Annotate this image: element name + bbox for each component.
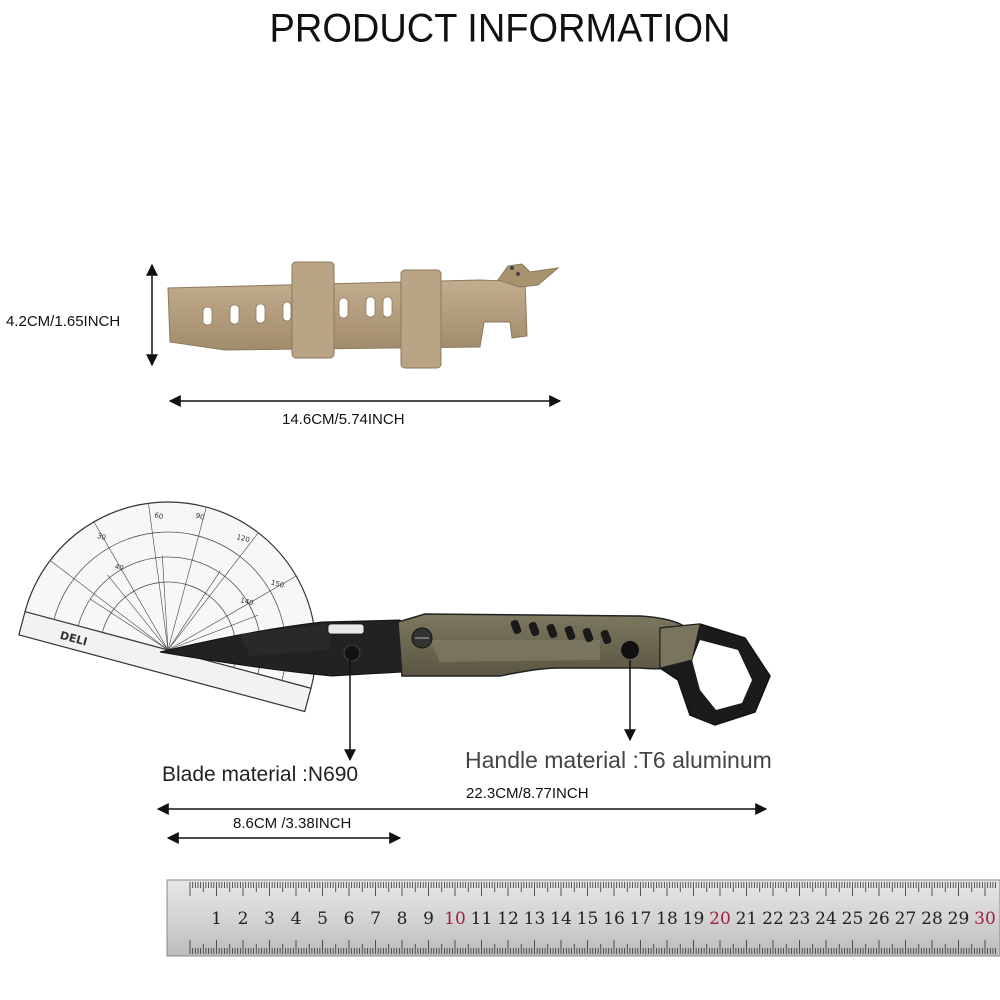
ruler-number: 12 — [497, 909, 519, 929]
ruler-number: 18 — [656, 909, 678, 929]
ruler-number: 16 — [603, 909, 625, 929]
svg-text:40: 40 — [114, 563, 125, 573]
knife — [159, 613, 771, 726]
ruler-number: 21 — [736, 909, 758, 929]
total-length-label: 22.3CM/8.77INCH — [466, 785, 589, 802]
blade-length-label: 8.6CM /3.38INCH — [233, 815, 352, 832]
ruler-number: 26 — [868, 909, 890, 929]
sheath-height-label: 4.2CM/1.65INCH — [6, 313, 121, 330]
ruler-number: 28 — [921, 909, 943, 929]
ruler-number: 9 — [423, 909, 434, 929]
svg-text:60: 60 — [153, 511, 164, 521]
svg-text:30: 30 — [96, 532, 107, 542]
ruler-number: 7 — [370, 909, 381, 929]
blade-material-label: Blade material :N690 — [162, 763, 359, 786]
ruler-number: 23 — [789, 909, 811, 929]
ruler-number: 2 — [238, 909, 249, 929]
ruler-number: 24 — [815, 909, 837, 929]
ruler-number: 29 — [948, 909, 970, 929]
ruler-number: 6 — [344, 909, 355, 929]
sheath — [167, 261, 560, 369]
ruler-number: 11 — [471, 909, 493, 929]
ruler-number: 17 — [630, 909, 652, 929]
svg-text:140: 140 — [239, 596, 254, 607]
ruler-number: 25 — [842, 909, 864, 929]
svg-text:150: 150 — [270, 578, 285, 589]
ruler-number: 14 — [550, 909, 572, 929]
handle-material-label: Handle material :T6 aluminum — [465, 747, 772, 773]
ruler-number: 8 — [397, 909, 408, 929]
ruler-number: 22 — [762, 909, 784, 929]
svg-text:90: 90 — [195, 512, 206, 522]
ruler-number: 19 — [683, 909, 705, 929]
ruler-number: 20 — [709, 909, 731, 929]
page-title: PRODUCT INFORMATION — [269, 6, 731, 52]
ruler-number: 1 — [211, 909, 222, 929]
ruler-number: 3 — [264, 909, 275, 929]
ruler-number: 5 — [317, 909, 328, 929]
ruler-number: 27 — [895, 909, 917, 929]
sheath-length-label: 14.6CM/5.74INCH — [282, 411, 405, 428]
ruler-number: 10 — [444, 909, 466, 929]
svg-text:120: 120 — [236, 533, 251, 544]
ruler-number: 13 — [524, 909, 546, 929]
ruler-number: 15 — [577, 909, 599, 929]
ruler-number: 30 — [974, 909, 996, 929]
ruler-number: 4 — [291, 909, 302, 929]
